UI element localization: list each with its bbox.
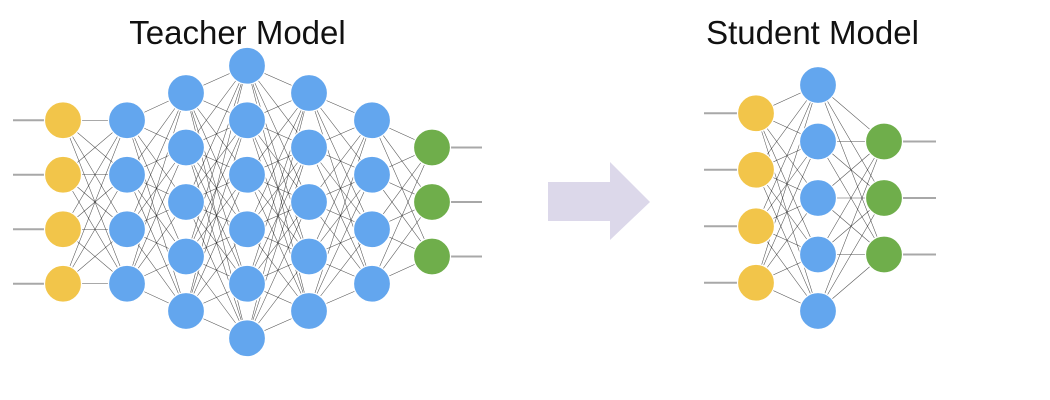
teacher-connection bbox=[246, 92, 310, 230]
teacher-connection bbox=[126, 92, 187, 284]
teacher-hidden-node bbox=[166, 73, 206, 113]
teacher-hidden-node bbox=[289, 128, 329, 167]
student-input-node bbox=[736, 263, 776, 302]
teacher-hidden-node bbox=[352, 101, 392, 140]
teacher-connection bbox=[126, 92, 187, 230]
teacher-hidden-node bbox=[166, 128, 206, 167]
teacher-output-node bbox=[412, 182, 452, 222]
teacher-connection bbox=[185, 65, 248, 257]
teacher-connection bbox=[371, 147, 433, 284]
student-connection bbox=[755, 84, 819, 227]
teacher-hidden-node bbox=[227, 155, 267, 194]
teacher-output-node bbox=[412, 237, 452, 276]
student-model-title: Student Model bbox=[706, 14, 919, 51]
teacher-hidden-node bbox=[352, 264, 392, 303]
teacher-io-lines bbox=[13, 119, 482, 285]
teacher-hidden-node bbox=[289, 291, 329, 331]
teacher-hidden-node bbox=[107, 210, 147, 249]
teacher-connection bbox=[246, 147, 310, 339]
teacher-connection bbox=[62, 120, 128, 284]
student-connections bbox=[755, 84, 885, 312]
teacher-output-node bbox=[412, 128, 452, 167]
teacher-hidden-node bbox=[289, 237, 329, 276]
teacher-network bbox=[13, 46, 482, 358]
student-input-node bbox=[736, 207, 776, 246]
teacher-hidden-node bbox=[107, 264, 147, 303]
student-output-node bbox=[864, 122, 904, 161]
teacher-nodes bbox=[43, 46, 452, 358]
teacher-hidden-node bbox=[166, 182, 206, 222]
teacher-connection bbox=[246, 201, 310, 339]
teacher-input-node bbox=[43, 210, 83, 249]
teacher-hidden-node bbox=[227, 210, 267, 249]
teacher-hidden-node bbox=[227, 101, 267, 140]
teacher-hidden-node bbox=[227, 319, 267, 358]
student-hidden-node bbox=[798, 122, 838, 161]
right-arrow-icon bbox=[548, 162, 650, 240]
teacher-connection bbox=[308, 174, 373, 312]
teacher-input-node bbox=[43, 155, 83, 194]
student-input-node bbox=[736, 150, 776, 189]
student-input-node bbox=[736, 94, 776, 133]
teacher-connection bbox=[185, 65, 248, 203]
teacher-connection bbox=[185, 120, 248, 312]
student-output-node bbox=[864, 178, 904, 218]
teacher-hidden-node bbox=[107, 155, 147, 194]
student-hidden-node bbox=[798, 235, 838, 274]
teacher-connection bbox=[308, 120, 373, 312]
teacher-input-node bbox=[43, 264, 83, 303]
teacher-connection bbox=[185, 174, 248, 312]
teacher-hidden-node bbox=[166, 237, 206, 276]
student-network bbox=[704, 65, 936, 331]
student-connection bbox=[817, 141, 885, 312]
teacher-hidden-node bbox=[107, 101, 147, 140]
teacher-hidden-node bbox=[289, 73, 329, 113]
student-hidden-node bbox=[798, 291, 838, 331]
teacher-hidden-node bbox=[352, 210, 392, 249]
teacher-hidden-node bbox=[289, 182, 329, 222]
student-nodes bbox=[736, 65, 904, 331]
teacher-hidden-node bbox=[227, 46, 267, 85]
teacher-hidden-node bbox=[166, 291, 206, 331]
student-connection bbox=[755, 141, 819, 283]
distillation-arrow bbox=[548, 162, 650, 240]
teacher-input-node bbox=[43, 101, 83, 140]
teacher-connection bbox=[62, 120, 128, 230]
teacher-connection bbox=[62, 174, 128, 284]
student-hidden-node bbox=[798, 178, 838, 218]
teacher-hidden-node bbox=[227, 264, 267, 303]
student-connection bbox=[817, 197, 885, 312]
teacher-connection bbox=[308, 120, 373, 257]
teacher-hidden-node bbox=[352, 155, 392, 194]
teacher-connection bbox=[246, 92, 310, 284]
teacher-connection bbox=[126, 147, 187, 284]
student-connection bbox=[755, 84, 819, 283]
student-connection bbox=[817, 141, 885, 255]
student-output-node bbox=[864, 235, 904, 274]
teacher-model-title: Teacher Model bbox=[129, 14, 346, 51]
student-hidden-node bbox=[798, 65, 838, 105]
